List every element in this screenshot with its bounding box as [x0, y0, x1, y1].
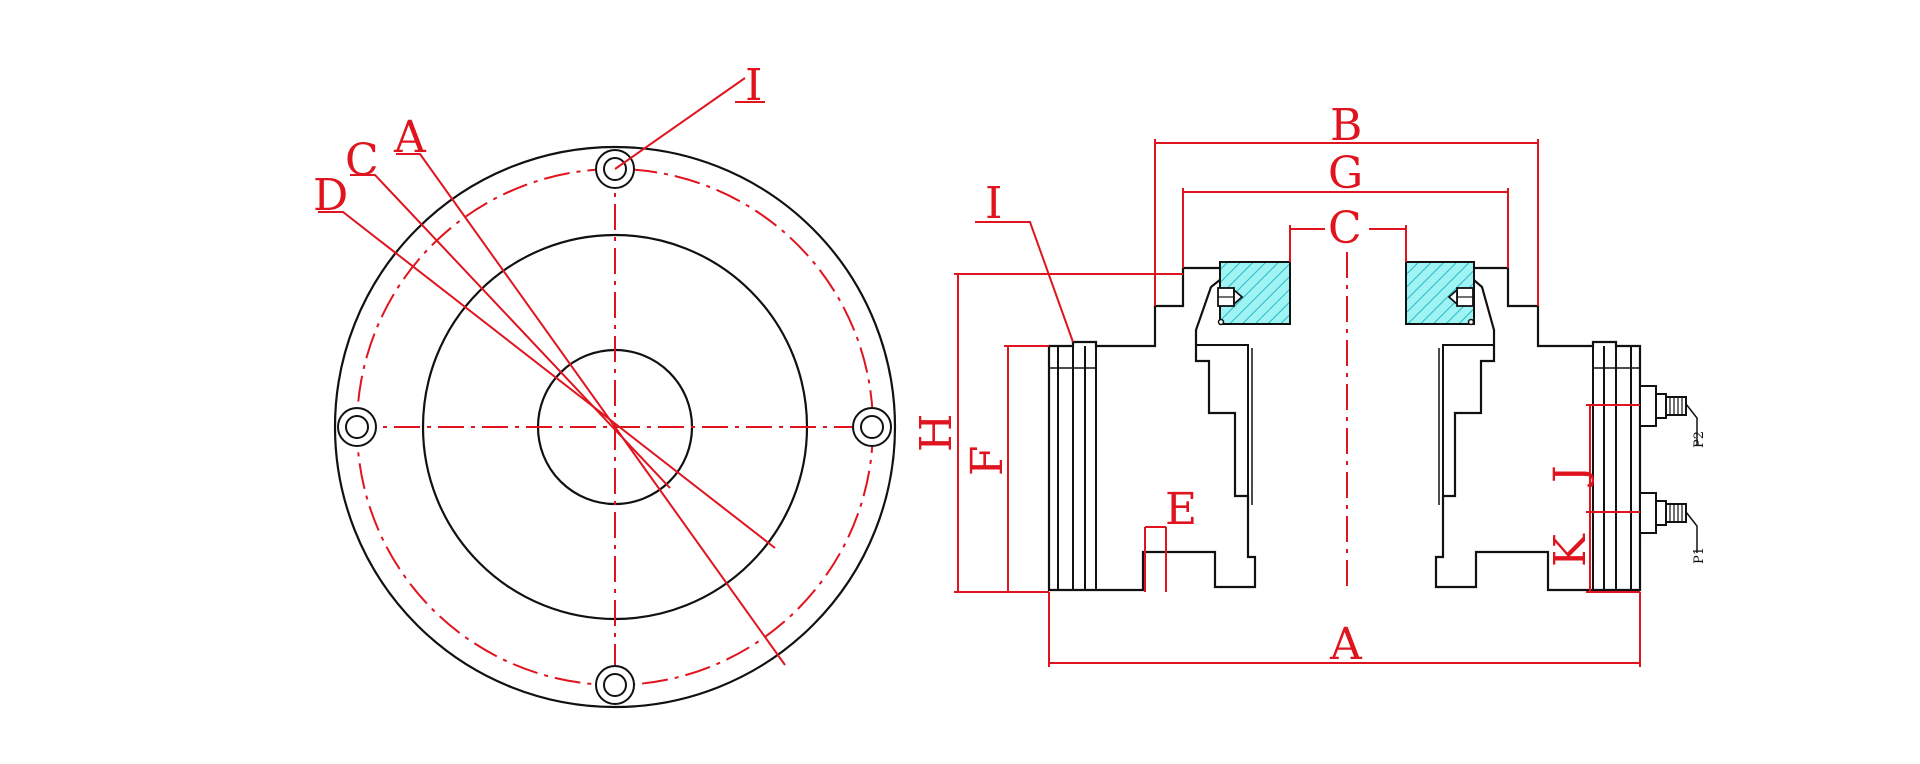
right-jaw-screw — [1447, 287, 1475, 326]
dimension-I-leader — [975, 221, 1074, 343]
side-label-B: B — [1330, 100, 1362, 151]
right-inner-liner — [1442, 344, 1493, 496]
port-fitting-p2 — [1639, 385, 1698, 445]
bolt-hole-bottom — [595, 665, 635, 705]
side-label-C: C — [1328, 203, 1362, 254]
side-label-J: J — [1545, 465, 1596, 487]
leader-line-I — [614, 77, 746, 170]
side-label-G: G — [1328, 148, 1363, 199]
port-fitting-p1 — [1639, 492, 1698, 553]
left-inner-liner — [1197, 344, 1249, 496]
left-body-outline — [1047, 266, 1257, 592]
side-label-I: I — [985, 178, 1002, 229]
side-label-H: H — [911, 414, 962, 452]
side-label-K: K — [1545, 533, 1596, 567]
bolt-hole-left — [337, 407, 377, 447]
port-label-p2: P2 — [1692, 431, 1707, 448]
dimension-A — [1048, 592, 1641, 667]
dimension-B — [1154, 139, 1539, 306]
dimension-H — [954, 273, 1183, 593]
leader-line-D — [318, 211, 776, 549]
dimension-J — [1586, 404, 1640, 513]
dimension-G — [1182, 188, 1509, 268]
left-flange-lines — [1049, 346, 1097, 590]
outer-flange-circle — [333, 145, 897, 709]
front-label-A: A — [393, 112, 427, 163]
dimension-E — [1144, 526, 1167, 592]
dimension-K — [1586, 512, 1640, 593]
leader-line-A — [396, 153, 786, 666]
side-label-A: A — [1329, 619, 1363, 670]
left-jaw-screw — [1217, 287, 1244, 326]
side-view: P2 P1 — [911, 100, 1707, 670]
dimension-F — [1004, 345, 1049, 592]
front-view: I A C D — [313, 60, 897, 709]
port-label-p1: P1 — [1692, 547, 1707, 564]
side-label-F: F — [962, 445, 1013, 476]
front-label-C: C — [345, 135, 379, 186]
side-label-E: E — [1165, 484, 1197, 535]
front-label-I: I — [745, 60, 762, 111]
leader-line-C — [350, 174, 671, 489]
bolt-hole-right — [852, 407, 892, 447]
front-label-D: D — [313, 170, 348, 221]
dimension-C — [1289, 225, 1407, 262]
right-flange-lines — [1592, 346, 1640, 590]
